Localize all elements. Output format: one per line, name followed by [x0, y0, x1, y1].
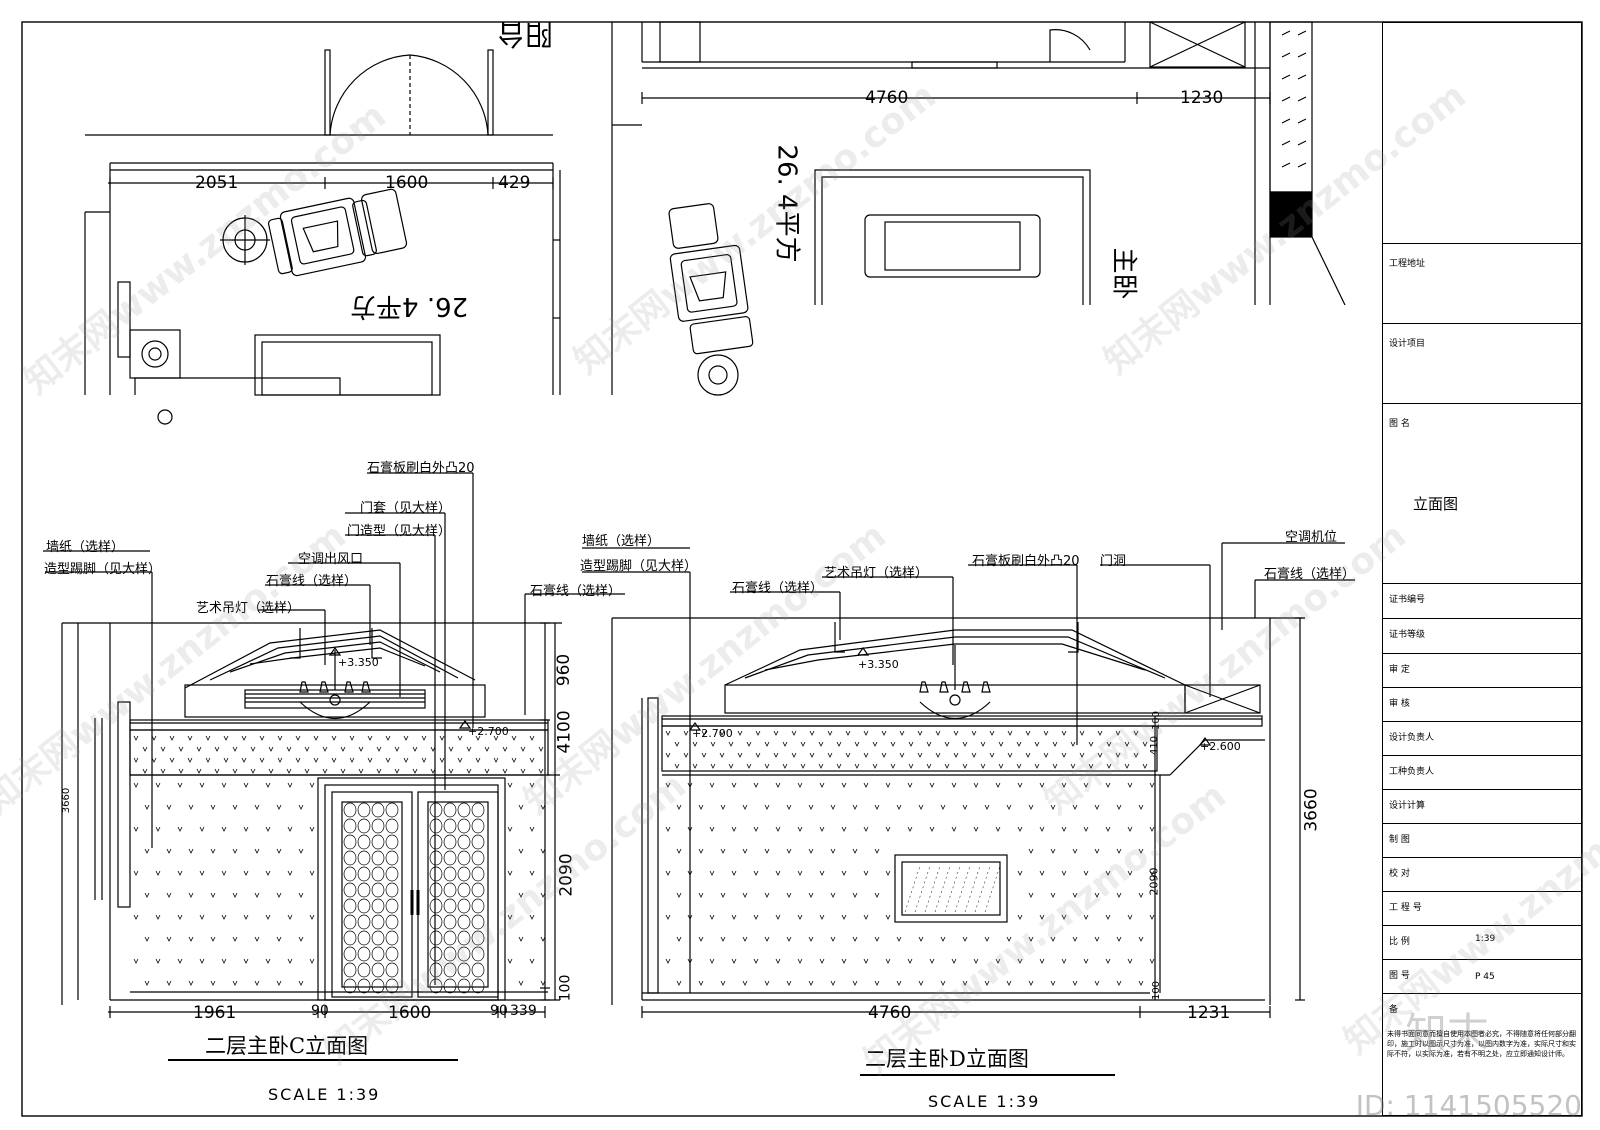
left-plan-dim-1: 2051	[195, 173, 239, 193]
d-total-height: 3660	[1301, 788, 1322, 832]
tb-row-project: 设计项目	[1383, 323, 1581, 349]
d-label-plaster-line-2: 石膏线（选样）	[1264, 567, 1356, 582]
c-label-ac-vent: 空调出风口	[298, 552, 364, 567]
d-scale: SCALE 1:39	[928, 1092, 1041, 1111]
d-level-3: +2.600	[1200, 740, 1241, 753]
watermark-logo: 知末	[1405, 1009, 1490, 1058]
c-hdim-4: 90	[490, 1003, 508, 1019]
title-block: 工程地址 设计项目 图 名 立面图 证书编号 证书等级 审 定 审 核 设计负责…	[1382, 22, 1582, 1116]
tb-row-approve: 审 定	[1383, 653, 1581, 675]
left-floor-plan	[84, 49, 561, 425]
tb-row-drawing: 图 名	[1383, 403, 1581, 429]
left-plan-dim-3: 429	[498, 173, 531, 193]
c-hdim-5: 339	[510, 1003, 537, 1019]
c-total-height: 3660	[61, 787, 73, 814]
c-vdim-1: 960	[554, 653, 575, 687]
d-elevation-title: 二层主卧D立面图	[865, 1047, 1029, 1071]
left-plan-dim-2: 1600	[385, 173, 429, 193]
tb-row-discipline-lead: 工种负责人	[1383, 755, 1581, 777]
d-label-wallpaper: 墙纸（选样）	[582, 534, 661, 549]
c-label-wallpaper: 墙纸（选样）	[46, 540, 125, 555]
tb-row-design-lead: 设计负责人	[1383, 721, 1581, 743]
c-label-gypsum: 石膏板刷白外凸20	[367, 461, 475, 476]
d-hdim-2: 1231	[1187, 1003, 1231, 1023]
tb-row-check: 校 对	[1383, 857, 1581, 879]
c-label-plaster-line-2: 石膏线（选样）	[530, 584, 622, 599]
d-label-gypsum: 石膏板刷白外凸20	[972, 554, 1080, 569]
d-vdim-4: 100	[1151, 980, 1163, 1001]
tb-note: 未得书面同意而擅自使用本图者必究，不得随意将任何部分翻印，施工时以图示尺寸为准，…	[1387, 1030, 1576, 1058]
tb-row-remarks: 备	[1383, 993, 1581, 1015]
d-label-ac-unit: 空调机位	[1285, 530, 1338, 545]
c-label-door-frame: 门套（见大样）	[360, 501, 452, 516]
tb-row-project-no: 工 程 号	[1383, 891, 1581, 913]
d-level-2: +2.700	[692, 727, 733, 740]
d-level-1: +3.350	[858, 658, 899, 671]
d-hdim-1: 4760	[868, 1003, 912, 1023]
d-label-doorway: 门洞	[1100, 554, 1127, 569]
right-plan-dim-1: 4760	[865, 88, 909, 108]
c-elevation-title: 二层主卧C立面图	[205, 1034, 369, 1058]
tb-row-calc: 设计计算	[1383, 789, 1581, 811]
c-level-2: +2.700	[468, 725, 509, 738]
right-plan-dim-2: 1230	[1180, 88, 1224, 108]
tb-row-draw: 制 图	[1383, 823, 1581, 845]
c-hdim-2: 90	[311, 1003, 329, 1019]
c-scale: SCALE 1:39	[268, 1085, 381, 1104]
right-floor-plan	[611, 21, 1346, 396]
elevation-d	[582, 542, 1355, 1076]
d-label-plaster-line: 石膏线（选样）	[732, 581, 824, 596]
d-label-skirting: 造型踢脚（见大样）	[580, 559, 698, 574]
room-name: 主卧	[1108, 247, 1139, 300]
c-label-chandelier: 艺术吊灯（选样）	[196, 601, 301, 616]
tb-row-cert-no: 证书编号	[1383, 583, 1581, 605]
c-vdim-4: 100	[557, 974, 574, 1002]
tb-drawing-name: 立面图	[1413, 495, 1459, 513]
d-label-chandelier: 艺术吊灯（选样）	[824, 566, 929, 581]
balcony-label: 阳台	[497, 18, 554, 51]
tb-row-address: 工程地址	[1383, 243, 1581, 269]
c-hdim-3: 1600	[388, 1003, 432, 1023]
left-plan-area: 26. 4平方	[350, 291, 469, 321]
c-label-plaster-line: 石膏线（选样）	[266, 574, 358, 589]
elevation-c	[43, 472, 625, 1061]
c-level-1: +3.350	[338, 656, 379, 669]
tb-row-review: 审 核	[1383, 687, 1581, 709]
tb-row-cert-level: 证书等级	[1383, 618, 1581, 640]
watermark-id: ID: 1141505520	[1355, 1089, 1582, 1122]
c-label-skirting: 造型踢脚（见大样）	[44, 562, 162, 577]
c-label-door-design: 门造型（见大样）	[347, 524, 452, 539]
c-hdim-1: 1961	[193, 1003, 237, 1023]
